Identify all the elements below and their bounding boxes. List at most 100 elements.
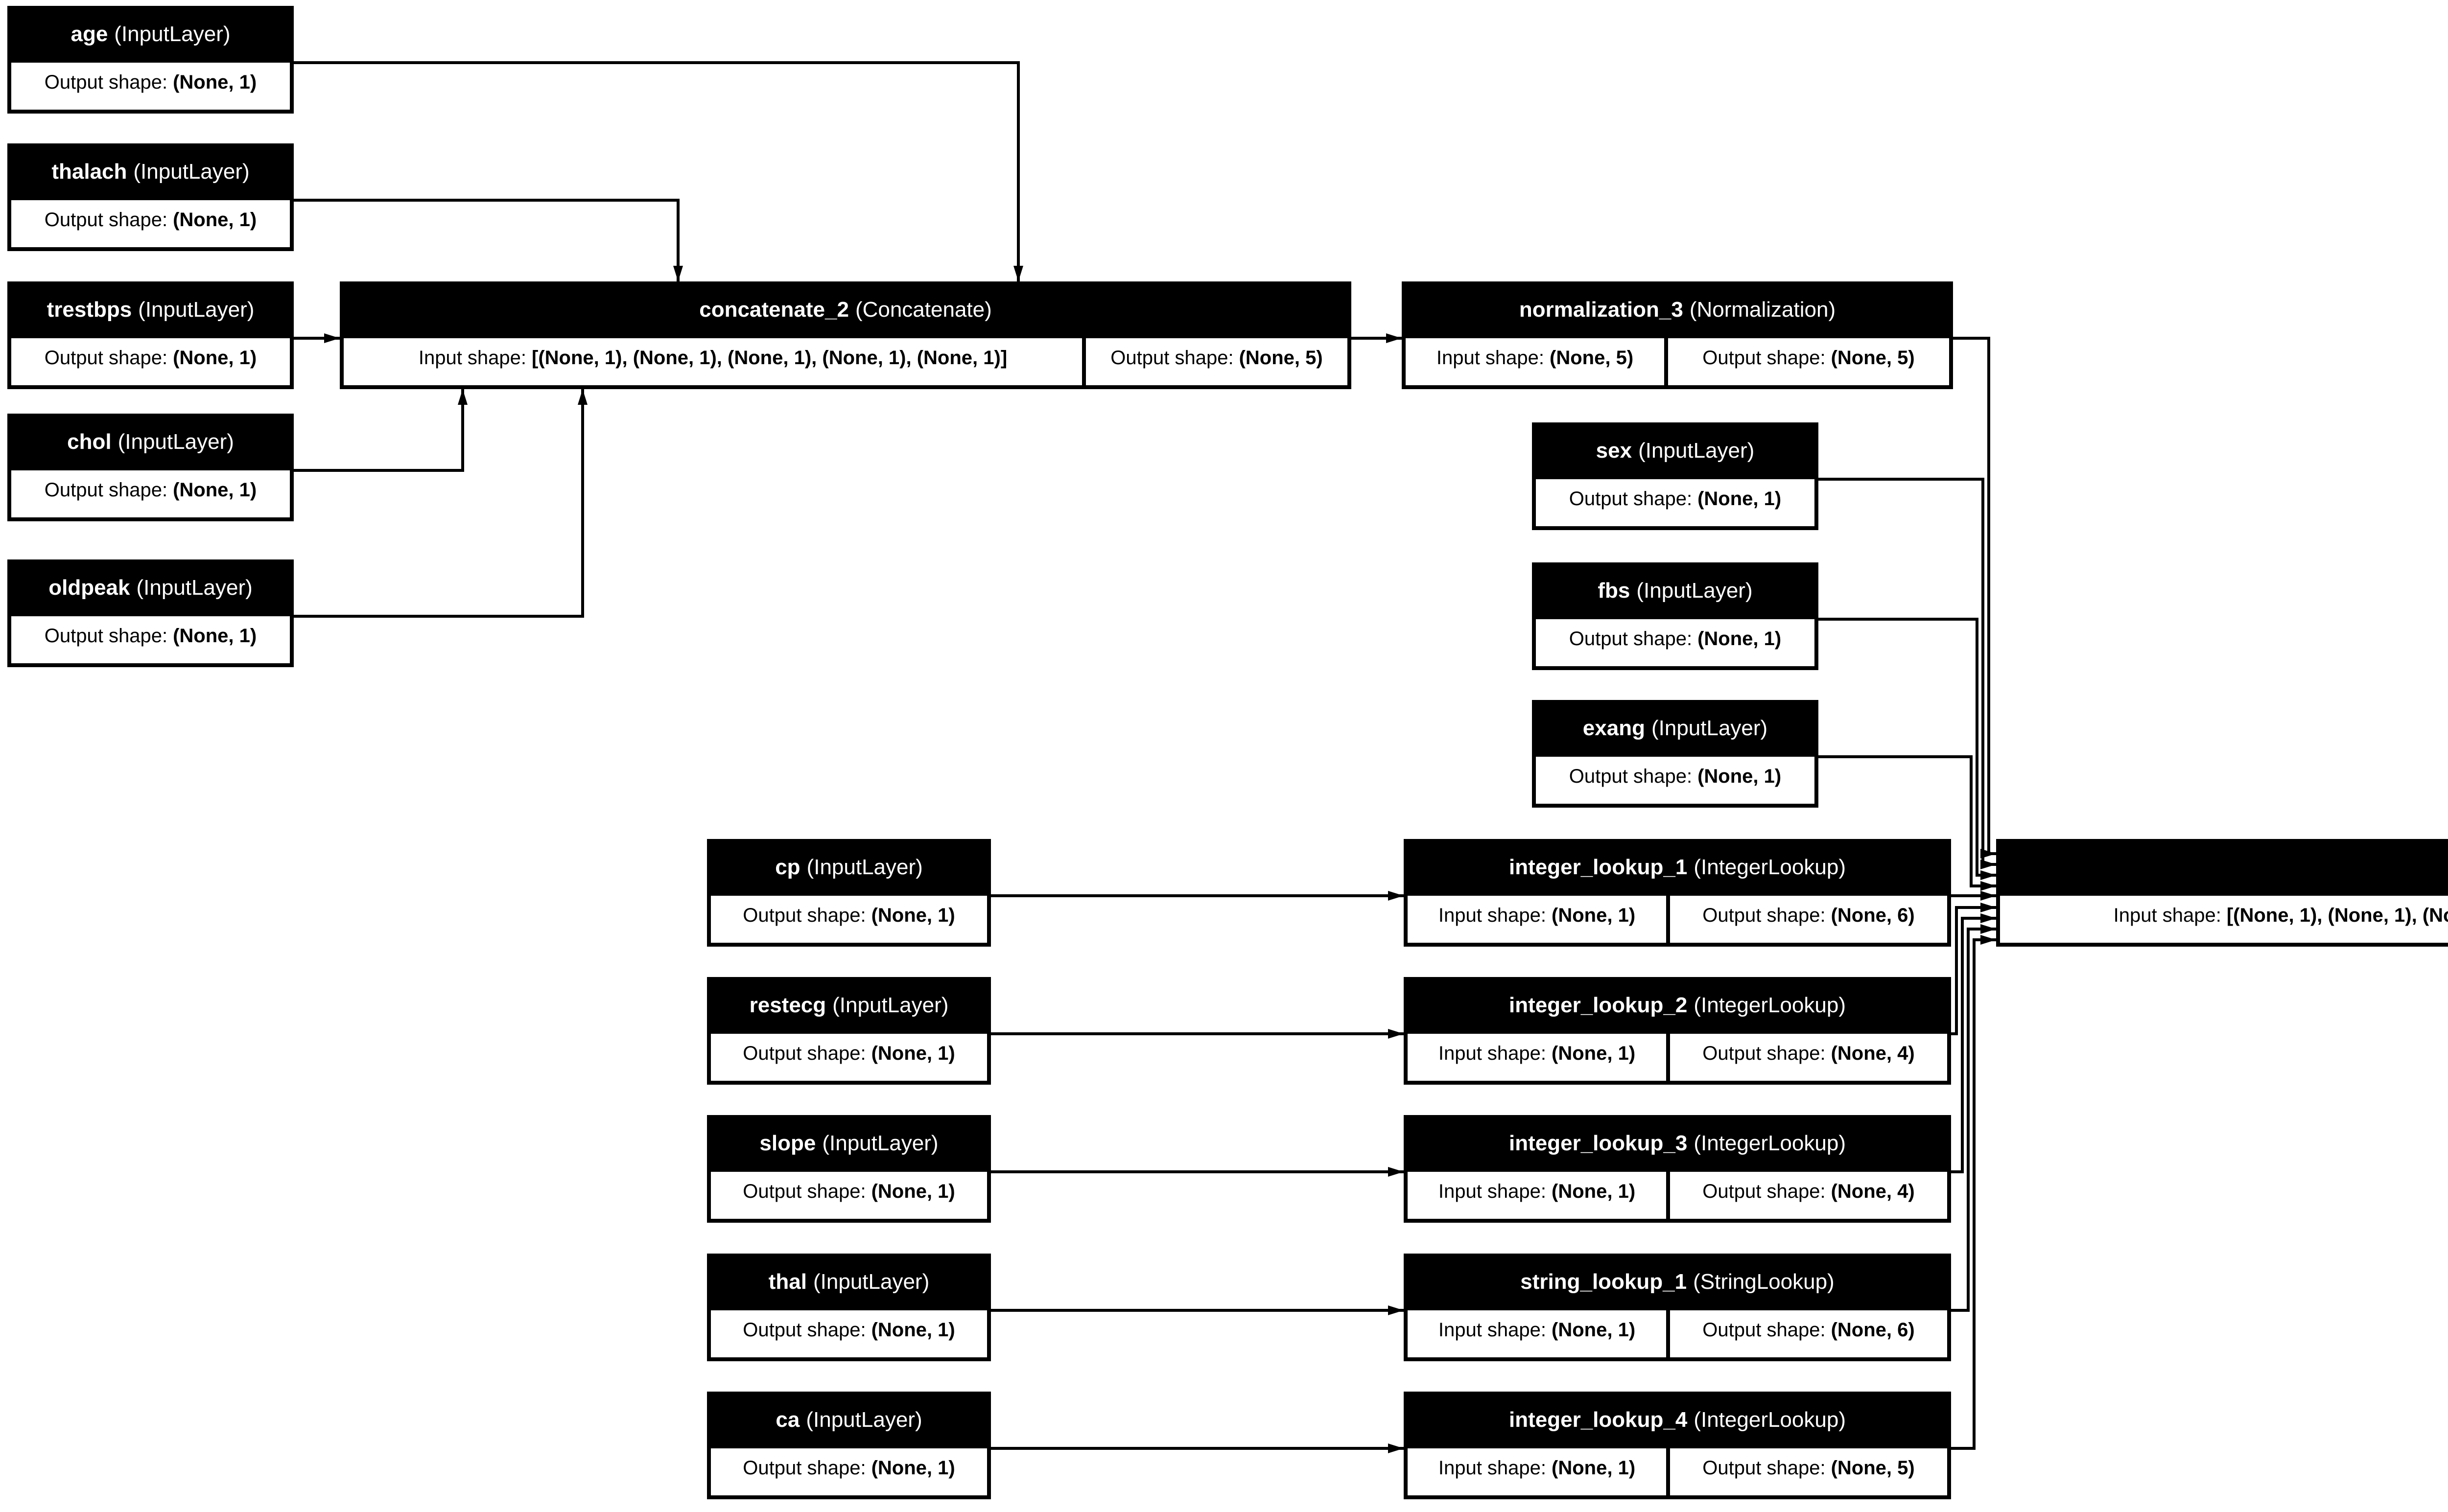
layer-title: slope(InputLayer): [707, 1115, 991, 1172]
shape-cells: Output shape:(None, 1): [711, 896, 987, 943]
layer-type: (InputLayer): [1638, 439, 1755, 463]
input-shape-cell: Input shape:[(None, 1), (None, 1), (None…: [2000, 896, 2448, 943]
layer-title: thal(InputLayer): [707, 1254, 991, 1310]
output-shape-value: (None, 1): [871, 1042, 955, 1064]
layer-type: (InputLayer): [138, 298, 255, 322]
edge-normalization_3-to-concatenate_3: [1953, 337, 1996, 859]
input-shape-value: (None, 1): [1552, 904, 1636, 926]
output-shape-label: Output shape:: [44, 209, 168, 231]
layer-name: string_lookup_1: [1520, 1270, 1687, 1294]
shape-cells: Output shape:(None, 1): [11, 338, 290, 385]
layer-type: (IntegerLookup): [1694, 993, 1846, 1017]
layer-title: ca(InputLayer): [707, 1392, 991, 1448]
input-shape-label: Input shape:: [1438, 1180, 1547, 1202]
shape-cells: Input shape:(None, 1) Output shape:(None,…: [1408, 1172, 1947, 1219]
edge-fbs-to-concatenate_3: [1818, 618, 1996, 880]
layer-node-oldpeak: oldpeak(InputLayer)Output shape:(None, 1…: [7, 559, 294, 667]
output-shape-label: Output shape:: [743, 1457, 866, 1479]
layer-node-thal: thal(InputLayer)Output shape:(None, 1): [707, 1254, 991, 1361]
input-shape-label: Input shape:: [1438, 1457, 1547, 1479]
input-shape-value: (None, 1): [1552, 1180, 1636, 1202]
edge-exang-to-concatenate_3: [1818, 755, 1996, 891]
layer-type: (InputLayer): [1636, 579, 1753, 603]
layer-name: chol: [67, 430, 112, 454]
layer-name: integer_lookup_3: [1509, 1131, 1688, 1155]
output-shape-value: (None, 1): [173, 209, 257, 231]
output-shape-cell: Output shape:(None, 1): [711, 1310, 987, 1357]
layer-title: integer_lookup_3(IntegerLookup): [1404, 1115, 1951, 1172]
output-shape-cell: Output shape:(None, 5): [1086, 338, 1347, 385]
layer-node-integer_lookup_2: integer_lookup_2(IntegerLookup)Input sha…: [1404, 977, 1951, 1085]
shape-cells: Output shape:(None, 1): [11, 63, 290, 110]
layer-name: concatenate_2: [699, 298, 849, 322]
input-shape-label: Input shape:: [1438, 1042, 1547, 1064]
output-shape-value: (None, 1): [871, 1180, 955, 1202]
shape-cells: Output shape:(None, 1): [1536, 479, 1814, 526]
layer-title: age(InputLayer): [7, 6, 294, 63]
shape-cells: Output shape:(None, 1): [711, 1172, 987, 1219]
layer-name: thal: [768, 1270, 807, 1294]
output-shape-label: Output shape:: [1569, 488, 1693, 510]
output-shape-cell: Output shape:(None, 1): [711, 1034, 987, 1081]
layer-title: normalization_3(Normalization): [1402, 281, 1953, 338]
edge-integer_lookup_4-to-concatenate_3: [1951, 935, 1996, 1450]
layer-title: integer_lookup_2(IntegerLookup): [1404, 977, 1951, 1034]
output-shape-value: (None, 4): [1831, 1042, 1915, 1064]
layer-type: (IntegerLookup): [1694, 855, 1846, 879]
output-shape-label: Output shape:: [1702, 1180, 1826, 1202]
output-shape-cell: Output shape:(None, 5): [1668, 338, 1949, 385]
layer-title: integer_lookup_4(IntegerLookup): [1404, 1392, 1951, 1448]
layer-name: fbs: [1598, 579, 1630, 603]
input-shape-cell: Input shape:(None, 1): [1408, 1034, 1666, 1081]
input-shape-value: [(None, 1), (None, 1), (None, 1), (None,…: [532, 347, 1008, 369]
output-shape-value: (None, 1): [173, 71, 257, 93]
layer-type: (InputLayer): [806, 1408, 922, 1432]
output-shape-cell: Output shape:(None, 1): [711, 1448, 987, 1495]
input-shape-cell: Input shape:(None, 1): [1408, 1310, 1666, 1357]
shape-cells: Output shape:(None, 1): [11, 470, 290, 517]
layer-title: concatenate_3(Concatenate): [1996, 839, 2448, 896]
input-shape-cell: Input shape:[(None, 1), (None, 1), (None…: [344, 338, 1082, 385]
output-shape-label: Output shape:: [1702, 904, 1826, 926]
layer-node-concatenate_3: concatenate_3(Concatenate)Input shape:[(…: [1996, 839, 2448, 947]
layer-node-slope: slope(InputLayer)Output shape:(None, 1): [707, 1115, 991, 1223]
shape-cells: Input shape:[(None, 1), (None, 1), (None…: [2000, 896, 2448, 943]
edge-thalach-to-concatenate_2: [294, 199, 683, 281]
output-shape-value: (None, 1): [871, 1457, 955, 1479]
output-shape-label: Output shape:: [1702, 1457, 1826, 1479]
output-shape-label: Output shape:: [743, 1180, 866, 1202]
layer-name: restecg: [749, 993, 826, 1017]
layer-type: (StringLookup): [1693, 1270, 1835, 1294]
input-shape-cell: Input shape:(None, 1): [1408, 896, 1666, 943]
output-shape-label: Output shape:: [44, 347, 168, 369]
output-shape-label: Output shape:: [1702, 347, 1826, 369]
layer-name: cp: [775, 855, 800, 879]
output-shape-cell: Output shape:(None, 4): [1670, 1172, 1947, 1219]
layer-node-string_lookup_1: string_lookup_1(StringLookup) Input shape…: [1404, 1254, 1951, 1361]
output-shape-cell: Output shape:(None, 5): [1670, 1448, 1947, 1495]
output-shape-value: (None, 1): [173, 479, 257, 501]
layer-node-restecg: restecg(InputLayer)Output shape:(None, 1…: [707, 977, 991, 1085]
shape-cells: Input shape:[(None, 1), (None, 1), (None…: [344, 338, 1347, 385]
layer-name: slope: [759, 1131, 816, 1155]
output-shape-value: (None, 1): [1697, 628, 1782, 650]
layer-title: sex(InputLayer): [1532, 422, 1818, 479]
layer-title: chol(InputLayer): [7, 414, 294, 470]
layer-node-chol: chol(InputLayer)Output shape:(None, 1): [7, 414, 294, 521]
layer-node-age: age(InputLayer)Output shape:(None, 1): [7, 6, 294, 114]
output-shape-label: Output shape:: [44, 479, 168, 501]
output-shape-label: Output shape:: [743, 1319, 866, 1341]
input-shape-label: Input shape:: [418, 347, 527, 369]
output-shape-label: Output shape:: [1110, 347, 1234, 369]
input-shape-label: Input shape:: [1436, 347, 1545, 369]
layer-type: (InputLayer): [114, 22, 231, 46]
shape-cells: Input shape:(None, 1)Output shape:(None,…: [1408, 1448, 1947, 1495]
layer-type: (InputLayer): [118, 430, 234, 454]
layer-node-normalization_3: normalization_3(Normalization) Input shap…: [1402, 281, 1953, 389]
input-shape-label: Input shape:: [2113, 904, 2221, 926]
layer-title: restecg(InputLayer): [707, 977, 991, 1034]
layer-node-fbs: fbs(InputLayer)Output shape:(None, 1): [1532, 562, 1818, 670]
layer-node-ca: ca(InputLayer)Output shape:(None, 1): [707, 1392, 991, 1499]
output-shape-cell: Output shape:(None, 1): [711, 896, 987, 943]
